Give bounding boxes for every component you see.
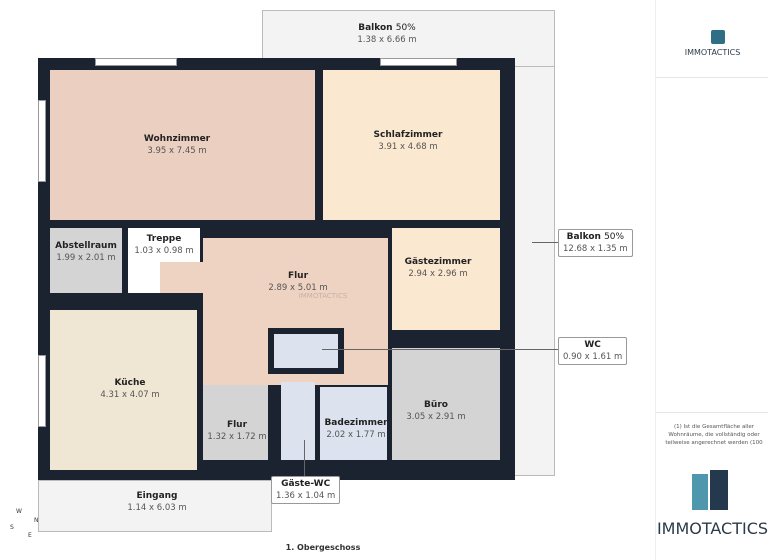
room-name: Flur	[226, 420, 248, 430]
abstellraum	[50, 228, 122, 293]
room-dims: 3.05 x 2.91 m	[406, 412, 466, 422]
label-treppe: Treppe 1.03 x 0.98 m	[134, 233, 193, 257]
room-dims: 2.94 x 2.96 m	[408, 269, 468, 279]
leader-line	[532, 242, 558, 243]
room-dims: 4.31 x 4.07 m	[100, 390, 160, 400]
brand-large: IMMOTACTICS	[656, 519, 768, 538]
schlafzimmer	[323, 70, 500, 220]
callout-balkon-right: Balkon 50% 12.68 x 1.35 m	[558, 229, 633, 257]
kueche	[50, 310, 197, 470]
room-dims: 1.32 x 1.72 m	[207, 432, 267, 442]
leader-line	[304, 440, 305, 476]
flur-entry	[160, 262, 205, 293]
room-dims: 12.68 x 1.35 m	[563, 244, 628, 254]
room-dims: 3.91 x 4.68 m	[378, 142, 438, 152]
room-dims: 1.03 x 0.98 m	[134, 246, 194, 256]
gaestezimmer	[392, 228, 500, 330]
label-gaestezimmer: Gästezimmer 2.94 x 2.96 m	[405, 256, 472, 280]
leader-line	[322, 349, 558, 350]
room-dims: 2.02 x 1.77 m	[326, 430, 386, 440]
room-dims: 0.90 x 1.61 m	[563, 352, 623, 362]
compass-n: N	[34, 517, 39, 524]
room-name: Büro	[424, 400, 448, 410]
flur-small	[203, 385, 268, 460]
room-dims: 3.95 x 7.45 m	[147, 146, 207, 156]
compass-e: E	[28, 532, 32, 539]
buero	[392, 348, 500, 460]
label-wohnzimmer: Wohnzimmer 3.95 x 7.45 m	[144, 133, 210, 157]
window	[380, 58, 457, 66]
label-abstellraum: Abstellraum 1.99 x 2.01 m	[55, 240, 117, 264]
side-panel: IMMOTACTICS (1) Ist die Gesamtfläche all…	[655, 0, 768, 560]
room-dims: 2.89 x 5.01 m	[268, 283, 328, 293]
divider	[656, 77, 768, 78]
footnote: (1) Ist die Gesamtfläche aller Wohnräume…	[665, 424, 763, 446]
window	[38, 355, 46, 427]
room-name: Balkon	[566, 232, 601, 242]
balkon-right	[508, 66, 555, 476]
callout-wc: WC 0.90 x 1.61 m	[558, 337, 628, 365]
wc	[274, 334, 338, 368]
gaeste-wc	[281, 382, 315, 460]
window	[95, 58, 177, 66]
compass-w: W	[16, 508, 22, 515]
brand-small: IMMOTACTICS	[684, 48, 741, 57]
room-name: Wohnzimmer	[143, 134, 211, 144]
eingang	[38, 480, 272, 532]
label-schlafzimmer: Schlafzimmer 3.91 x 4.68 m	[374, 129, 443, 153]
logo-icon-large	[692, 470, 728, 510]
label-eingang: Eingang 1.14 x 6.03 m	[127, 490, 186, 514]
wohnzimmer	[50, 70, 315, 220]
room-name: Flur	[287, 271, 309, 281]
label-buero: Büro 3.05 x 2.91 m	[406, 399, 465, 423]
label-badezimmer: Badezimmer 2.02 x 1.77 m	[324, 417, 387, 441]
room-name: Eingang	[136, 491, 178, 501]
room-name: Schlafzimmer	[373, 130, 443, 140]
room-name: Abstellraum	[55, 241, 117, 251]
callout-gaeste-wc: Gäste-WC 1.36 x 1.04 m	[271, 476, 341, 504]
label-flur-small: Flur 1.32 x 1.72 m	[207, 419, 266, 443]
room-name: Gäste-WC	[281, 479, 331, 489]
room-dims: 1.36 x 1.04 m	[276, 491, 336, 501]
badezimmer	[320, 387, 387, 460]
room-name: Balkon	[358, 23, 393, 33]
room-dims: 1.38 x 6.66 m	[357, 35, 417, 45]
divider	[656, 412, 768, 413]
room-name: Treppe	[146, 234, 182, 244]
window	[38, 100, 46, 182]
floor-label: 1. Obergeschoss	[285, 543, 361, 552]
room-name: Gästezimmer	[404, 257, 472, 267]
compass-s: S	[10, 524, 14, 531]
room-pct: 50%	[395, 23, 416, 33]
watermark: IMMOTACTICS	[298, 292, 348, 300]
room-name: Küche	[114, 378, 146, 388]
label-flur: Flur 2.89 x 5.01 m	[268, 270, 327, 294]
room-name: WC	[584, 340, 601, 350]
room-pct: 50%	[604, 232, 625, 242]
room-dims: 1.14 x 6.03 m	[127, 503, 187, 513]
label-kueche: Küche 4.31 x 4.07 m	[100, 377, 159, 401]
room-dims: 1.99 x 2.01 m	[56, 253, 116, 263]
room-name: Badezimmer	[324, 418, 388, 428]
logo-icon	[711, 30, 725, 44]
label-balkon-top: Balkon 50% 1.38 x 6.66 m	[357, 22, 416, 46]
